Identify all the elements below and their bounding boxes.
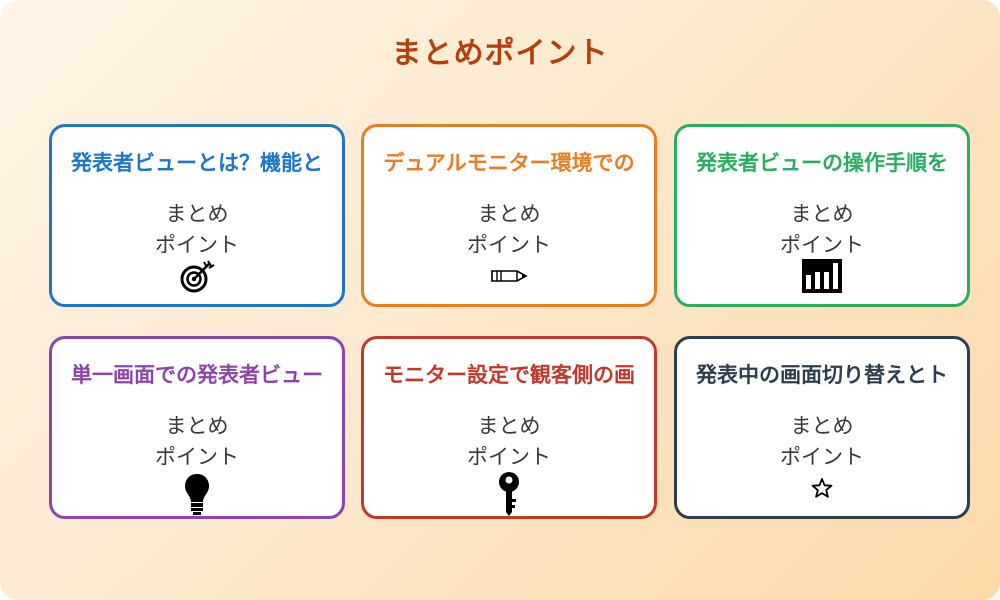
star-icon (677, 470, 967, 506)
page-title: まとめポイント (391, 36, 609, 71)
bar-chart-icon (677, 258, 967, 294)
card-body-line-1: まとめ (790, 202, 854, 226)
card-body-line-1: まとめ (477, 202, 541, 226)
card-body-line-2: ポイント (155, 233, 239, 257)
point-card-6: 発表中の画面切り替えとト まとめ ポイント (674, 336, 970, 519)
card-body: まとめ ポイント (52, 199, 342, 261)
card-body: まとめ ポイント (364, 199, 654, 261)
card-body: まとめ ポイント (677, 199, 967, 261)
card-body: まとめ ポイント (677, 411, 967, 473)
pencil-icon (364, 258, 654, 294)
lightbulb-icon (52, 472, 342, 516)
card-body-line-2: ポイント (467, 233, 551, 257)
card-body-line-2: ポイント (467, 445, 551, 469)
card-heading: 発表者ビューとは？機能と (71, 151, 323, 175)
card-body-line-1: まとめ (790, 414, 854, 438)
card-heading: 単一画面での発表者ビュー (71, 363, 323, 387)
card-body-line-2: ポイント (780, 233, 864, 257)
card-heading: 発表中の画面切り替えとト (696, 363, 948, 387)
card-body-line-1: まとめ (165, 414, 229, 438)
point-card-3: 発表者ビューの操作手順を まとめ ポイント (674, 124, 970, 307)
point-card-4: 単一画面での発表者ビュー まとめ ポイント (49, 336, 345, 519)
card-body-line-2: ポイント (155, 445, 239, 469)
card-body-line-1: まとめ (165, 202, 229, 226)
key-icon (364, 471, 654, 516)
point-card-1: 発表者ビューとは？機能と まとめ ポイント (49, 124, 345, 307)
card-body: まとめ ポイント (52, 411, 342, 473)
card-body-line-1: まとめ (477, 414, 541, 438)
card-heading: デュアルモニター環境での (383, 151, 635, 175)
point-card-5: モニター設定で観客側の画 まとめ ポイント (361, 336, 657, 519)
card-body: まとめ ポイント (364, 411, 654, 473)
target-icon (52, 258, 342, 294)
card-heading: モニター設定で観客側の画 (383, 363, 635, 387)
card-heading: 発表者ビューの操作手順を (696, 151, 948, 175)
point-card-2: デュアルモニター環境での まとめ ポイント (361, 124, 657, 307)
card-body-line-2: ポイント (780, 445, 864, 469)
